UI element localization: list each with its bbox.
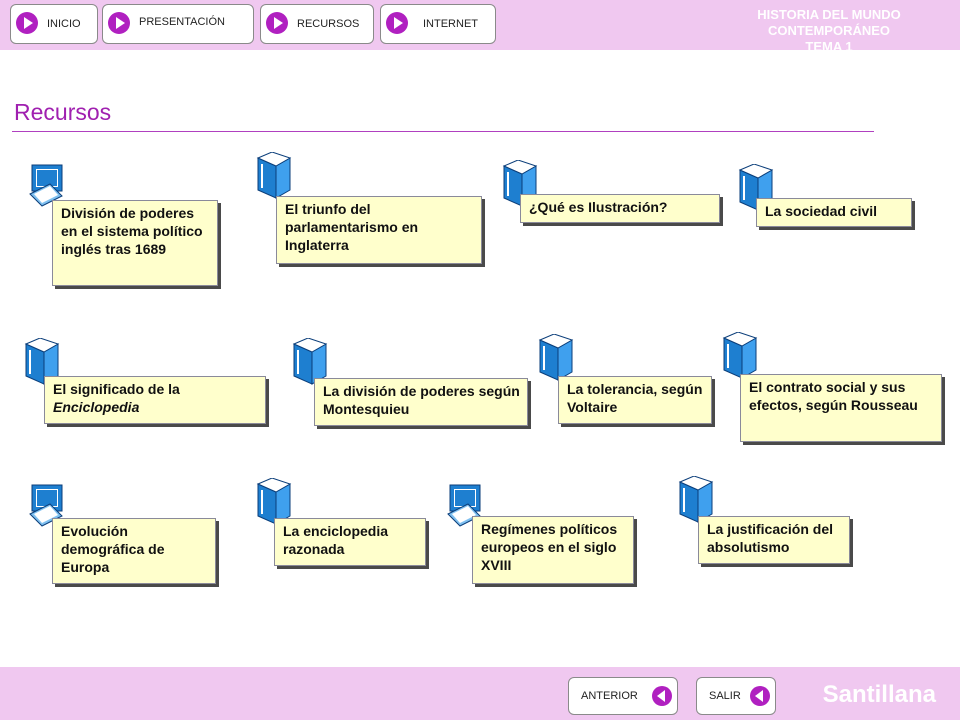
resource-label: La justificación del absolutismo — [707, 521, 834, 555]
title-divider — [12, 131, 874, 132]
header-title-unit: TEMA 1 — [805, 39, 853, 54]
header-title-subject: HISTORIA DEL MUNDO CONTEMPORÁNEO — [757, 7, 901, 38]
resource-card[interactable]: La justificación del absolutismo — [698, 516, 850, 564]
resource-label: El triunfo del parlamentarismo en Inglat… — [285, 201, 419, 253]
resource-card[interactable]: El triunfo del parlamentarismo en Inglat… — [276, 196, 482, 264]
nav-label: INICIO — [47, 18, 81, 30]
play-icon — [266, 12, 288, 34]
book-icon — [292, 338, 328, 385]
nav-button-recursos[interactable]: RECURSOS — [260, 4, 374, 44]
book-icon — [722, 332, 758, 379]
nav-label: PRESENTACIÓN — [139, 16, 225, 28]
book-icon — [538, 334, 574, 381]
resource-card[interactable]: ¿Qué es Ilustración? — [520, 194, 720, 223]
nav-label: RECURSOS — [297, 18, 360, 30]
resource-label: El contrato social y sus efectos, según … — [749, 379, 918, 413]
play-icon — [386, 12, 408, 34]
back-arrow-icon — [652, 686, 672, 706]
resource-card[interactable]: Evolución demográfica de Europa — [52, 518, 216, 584]
anterior-button[interactable]: ANTERIOR — [568, 677, 678, 715]
resource-card[interactable]: Regímenes políticos europeos en el siglo… — [472, 516, 634, 584]
brand-logo: Santillana — [822, 681, 936, 708]
nav-label: INTERNET — [423, 18, 478, 30]
resource-card[interactable]: La sociedad civil — [756, 198, 912, 227]
resource-label: La división de poderes según Montesquieu — [323, 383, 520, 417]
resource-label: Evolución demográfica de Europa — [61, 523, 165, 575]
book-icon — [24, 338, 60, 385]
salir-label: SALIR — [709, 690, 741, 702]
page-title: Recursos — [14, 99, 112, 125]
presentation-icon — [29, 164, 63, 207]
header-title: HISTORIA DEL MUNDO CONTEMPORÁNEO TEMA 1 — [714, 7, 944, 55]
resource-card[interactable]: La enciclopedia razonada — [274, 518, 426, 566]
nav-button-internet[interactable]: INTERNET — [380, 4, 496, 44]
play-icon — [108, 12, 130, 34]
salir-button[interactable]: SALIR — [696, 677, 776, 715]
resource-label: La sociedad civil — [765, 203, 878, 219]
nav-button-presentacion[interactable]: PRESENTACIÓN — [102, 4, 254, 44]
book-icon — [256, 152, 292, 199]
nav-button-inicio[interactable]: INICIO — [10, 4, 98, 44]
presentation-icon — [447, 484, 481, 527]
back-arrow-icon — [750, 686, 770, 706]
resource-label: La tolerancia, según Voltaire — [567, 381, 703, 415]
resource-label-italic: Enciclopedia — [53, 399, 140, 415]
book-icon — [256, 478, 292, 525]
resource-label: La enciclopedia razonada — [283, 523, 389, 557]
resource-card[interactable]: El significado de la Enciclopedia — [44, 376, 266, 424]
resource-card[interactable]: La tolerancia, según Voltaire — [558, 376, 712, 424]
resource-label-prefix: El significado de la — [53, 381, 180, 397]
book-icon — [678, 476, 714, 523]
resource-label: Regímenes políticos europeos en el siglo… — [481, 521, 618, 573]
play-icon — [16, 12, 38, 34]
resource-label: ¿Qué es Ilustración? — [529, 199, 668, 215]
resource-card[interactable]: La división de poderes según Montesquieu — [314, 378, 528, 426]
resource-card[interactable]: El contrato social y sus efectos, según … — [740, 374, 942, 442]
presentation-icon — [29, 484, 63, 527]
resource-label: División de poderes en el sistema políti… — [61, 205, 203, 257]
anterior-label: ANTERIOR — [581, 690, 638, 702]
bottom-bar — [0, 667, 960, 720]
resource-card[interactable]: División de poderes en el sistema políti… — [52, 200, 218, 286]
